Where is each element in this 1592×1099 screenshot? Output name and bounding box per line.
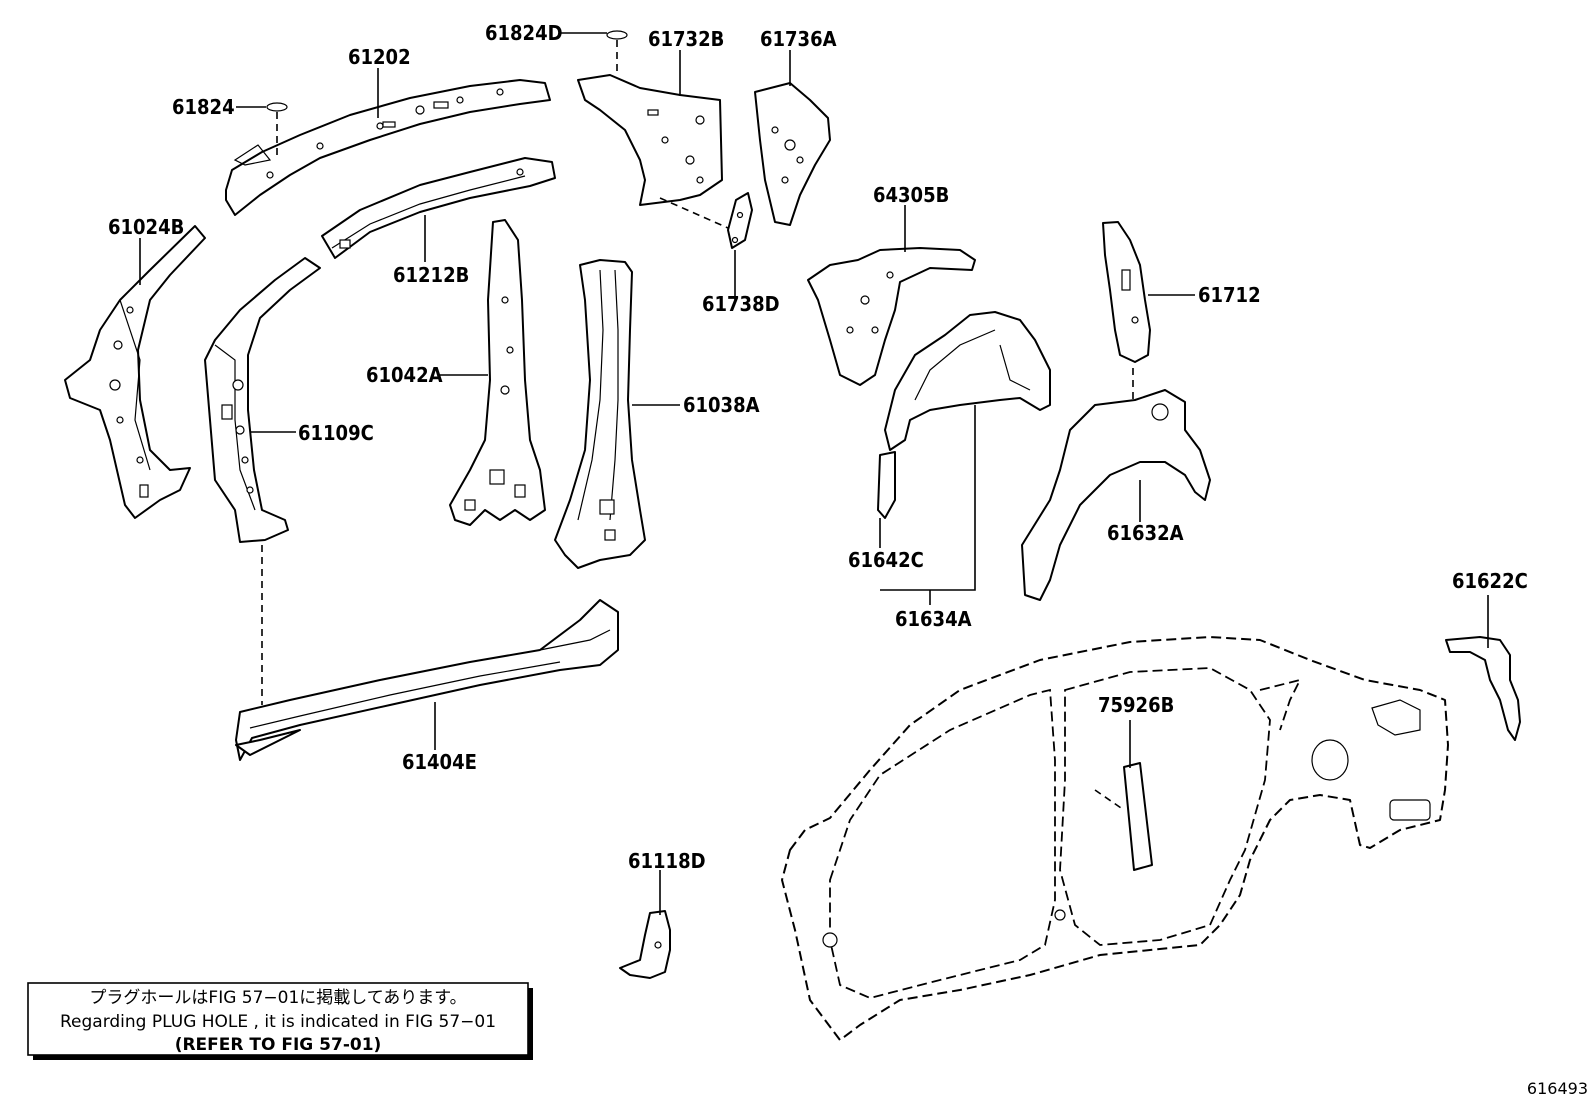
part-61738D[interactable] [727, 192, 753, 249]
label-61622C[interactable]: 61622C [1452, 569, 1528, 593]
part-body-side-outer[interactable] [781, 636, 1449, 1041]
label-61634A[interactable]: 61634A [895, 607, 972, 631]
dash-61738D [659, 197, 729, 229]
label-61712[interactable]: 61712 [1198, 283, 1261, 307]
part-61202[interactable] [225, 79, 551, 216]
part-61736A[interactable] [754, 82, 831, 226]
part-61642C[interactable] [877, 451, 896, 519]
label-61109C[interactable]: 61109C [298, 421, 374, 445]
part-61732B[interactable] [577, 74, 723, 206]
label-75926B[interactable]: 75926B [1098, 693, 1174, 717]
label-61038A[interactable]: 61038A [683, 393, 760, 417]
label-61118D[interactable]: 61118D [628, 849, 706, 873]
note-refer: (REFER TO FIG 57-01) [175, 1035, 382, 1055]
label-61404E[interactable]: 61404E [402, 750, 477, 774]
part-labels: 61824D 61732B 61736A 61202 61824 61024B … [108, 21, 1528, 873]
part-61404E[interactable] [235, 599, 619, 761]
label-61632A[interactable]: 61632A [1107, 521, 1184, 545]
part-61038A[interactable] [554, 259, 646, 569]
part-75926B[interactable] [1123, 762, 1153, 871]
label-61732B[interactable]: 61732B [648, 27, 724, 51]
part-61824D[interactable] [606, 30, 628, 75]
label-61824D[interactable]: 61824D [485, 21, 563, 45]
part-61824[interactable] [266, 102, 288, 160]
label-61736A[interactable]: 61736A [760, 27, 837, 51]
note-japanese: プラグホールはFIG 57−01に掲載してあります。 [89, 988, 466, 1008]
part-61118D[interactable] [619, 910, 671, 979]
label-61738D[interactable]: 61738D [702, 292, 780, 316]
part-61042A[interactable] [449, 219, 546, 526]
label-61642C[interactable]: 61642C [848, 548, 924, 572]
label-61202[interactable]: 61202 [348, 45, 411, 69]
part-61712[interactable] [1102, 221, 1151, 363]
note-english: Regarding PLUG HOLE , it is indicated in… [60, 1012, 496, 1032]
label-61824[interactable]: 61824 [172, 95, 235, 119]
part-61212B[interactable] [321, 157, 556, 259]
leader-lines [139, 32, 1489, 915]
diagram-id: 616493 [1527, 1079, 1588, 1098]
part-61109C[interactable] [204, 257, 321, 543]
label-61042A[interactable]: 61042A [366, 363, 443, 387]
part-64305B[interactable] [807, 247, 976, 386]
part-61024B[interactable] [64, 225, 206, 519]
label-61024B[interactable]: 61024B [108, 215, 184, 239]
part-61632A[interactable] [1021, 389, 1211, 601]
label-64305B[interactable]: 64305B [873, 183, 949, 207]
part-61622C[interactable] [1445, 636, 1521, 741]
dash-75926B [1094, 789, 1125, 811]
note-box: プラグホールはFIG 57−01に掲載してあります。 Regarding PLU… [27, 982, 533, 1060]
label-61212B[interactable]: 61212B [393, 263, 469, 287]
part-61634A[interactable] [884, 311, 1051, 451]
